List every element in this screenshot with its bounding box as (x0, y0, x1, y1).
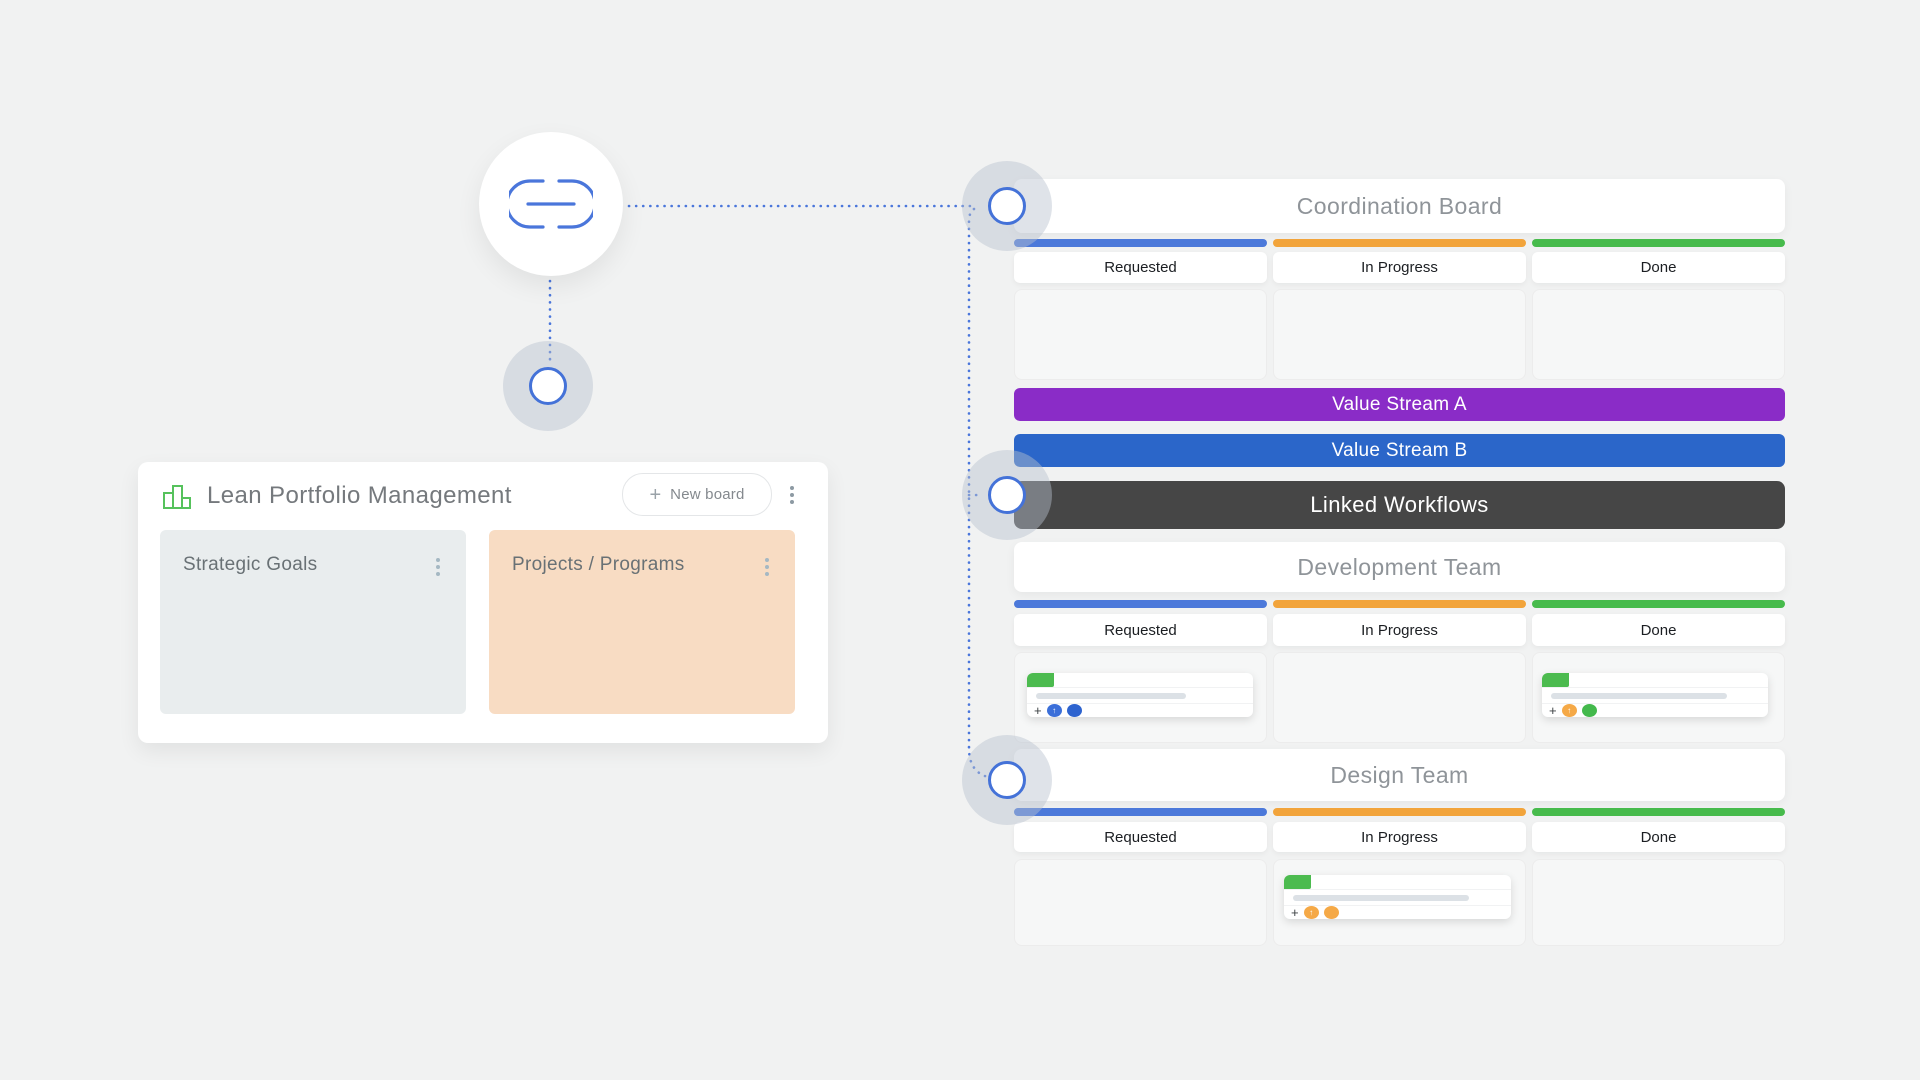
development-color-bars (1014, 600, 1785, 608)
board-cell: + ↑ (1273, 859, 1526, 946)
board-cell: + ↑ (1532, 652, 1785, 743)
card-text-placeholder (1293, 895, 1469, 901)
avatar (1066, 704, 1082, 717)
column-color-bar-blue (1014, 239, 1267, 247)
column-header-requested: Requested (1014, 614, 1267, 646)
coordination-cells (1014, 289, 1785, 380)
value-stream-a-label: Value Stream A (1332, 393, 1467, 415)
card-add-icon[interactable]: + (1291, 905, 1299, 920)
card-tag (1284, 875, 1311, 889)
column-color-bar-green (1532, 808, 1785, 816)
board-title-label: Development Team (1297, 553, 1502, 580)
column-header-requested: Requested (1014, 822, 1267, 852)
coordination-column-headers: Requested In Progress Done (1014, 252, 1785, 283)
kebab-menu-icon[interactable] (786, 482, 798, 508)
kanban-card[interactable]: + ↑ (1027, 673, 1253, 717)
card-tag (1542, 673, 1569, 687)
design-cells: + ↑ (1014, 859, 1785, 946)
linked-workflows-label: Linked Workflows (1310, 492, 1489, 517)
board-title-label: Coordination Board (1296, 192, 1503, 219)
design-board-title: Design Team (1014, 749, 1785, 801)
column-header-in-progress: In Progress (1273, 252, 1526, 283)
card-add-icon[interactable]: + (1034, 703, 1042, 718)
connector-node-workflows (962, 450, 1052, 540)
card-text-placeholder (1036, 693, 1186, 699)
portfolio-header: Lean Portfolio Management (162, 475, 512, 517)
value-stream-b-label: Value Stream B (1331, 439, 1468, 461)
board-cell (1532, 289, 1785, 380)
column-header-done: Done (1532, 822, 1785, 852)
new-board-label: New board (670, 486, 745, 503)
plus-icon: + (649, 483, 662, 506)
avatar: ↑ (1561, 704, 1577, 717)
board-title-label: Design Team (1330, 761, 1469, 788)
avatar: ↑ (1046, 704, 1062, 717)
column-header-done: Done (1532, 614, 1785, 646)
card-tag (1027, 673, 1054, 687)
link-hub (479, 132, 623, 276)
arrow-up-icon: ↑ (1567, 705, 1572, 715)
avatar (1581, 704, 1597, 717)
column-header-in-progress: In Progress (1273, 822, 1526, 852)
board-cell (1014, 859, 1267, 946)
column-label: Strategic Goals (183, 554, 318, 575)
arrow-up-icon: ↑ (1309, 907, 1314, 917)
development-column-headers: Requested In Progress Done (1014, 614, 1785, 646)
column-color-bar-green (1532, 239, 1785, 247)
coordination-board-title: Coordination Board (1014, 179, 1785, 233)
value-stream-a-bar: Value Stream A (1014, 388, 1785, 421)
column-color-bar-orange (1273, 600, 1526, 608)
column-header-done: Done (1532, 252, 1785, 283)
kanban-card[interactable]: + ↑ (1284, 875, 1511, 919)
column-header-in-progress: In Progress (1273, 614, 1526, 646)
link-icon (509, 179, 593, 229)
column-color-bar-blue (1014, 600, 1267, 608)
development-board-title: Development Team (1014, 542, 1785, 592)
column-strategic-goals: Strategic Goals (160, 530, 466, 714)
avatar (1323, 906, 1339, 919)
kanban-card[interactable]: + ↑ (1542, 673, 1768, 717)
boards-stack: Coordination Board Requested In Progress… (1014, 179, 1785, 946)
connector-node-design (962, 735, 1052, 825)
board-cell (1273, 652, 1526, 743)
board-cell (1273, 289, 1526, 380)
kebab-menu-icon[interactable] (761, 554, 773, 580)
new-board-button[interactable]: + New board (622, 473, 772, 516)
column-color-bar-green (1532, 600, 1785, 608)
avatar: ↑ (1303, 906, 1319, 919)
column-color-bar-orange (1273, 239, 1526, 247)
column-projects-programs: Projects / Programs (489, 530, 795, 714)
design-color-bars (1014, 808, 1785, 816)
column-color-bar-blue (1014, 808, 1267, 816)
coordination-color-bars (1014, 239, 1785, 247)
connector-node (503, 341, 593, 431)
portfolio-title: Lean Portfolio Management (207, 482, 512, 509)
arrow-up-icon: ↑ (1052, 705, 1057, 715)
board-cell (1532, 859, 1785, 946)
connector-node-coordination (962, 161, 1052, 251)
column-header-requested: Requested (1014, 252, 1267, 283)
card-text-placeholder (1551, 693, 1727, 699)
bar-chart-icon (163, 485, 191, 509)
column-color-bar-orange (1273, 808, 1526, 816)
development-cells: + ↑ + ↑ (1014, 652, 1785, 743)
linked-workflows-bar: Linked Workflows (1014, 481, 1785, 529)
design-column-headers: Requested In Progress Done (1014, 822, 1785, 852)
board-cell: + ↑ (1014, 652, 1267, 743)
value-stream-b-bar: Value Stream B (1014, 434, 1785, 467)
kebab-menu-icon[interactable] (432, 554, 444, 580)
board-cell (1014, 289, 1267, 380)
column-label: Projects / Programs (512, 554, 685, 575)
card-add-icon[interactable]: + (1549, 703, 1557, 718)
lean-portfolio-card: Lean Portfolio Management + New board St… (138, 462, 828, 743)
